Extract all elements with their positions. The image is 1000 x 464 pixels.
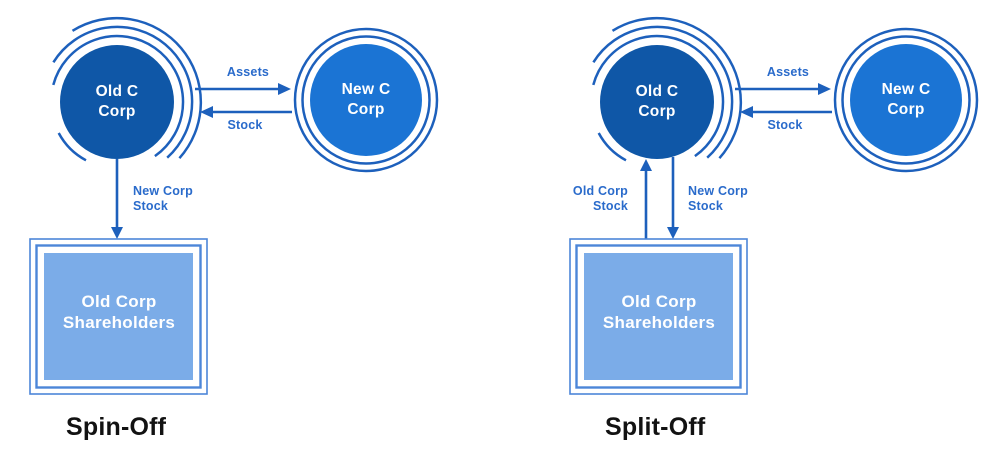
old-corp-label: Old C Corp (95, 83, 139, 121)
split-off-shapes (569, 16, 979, 395)
stock-arrowhead (740, 106, 753, 118)
new-corp-stock-arrow (667, 157, 679, 239)
old-corp-arc-inner (592, 34, 725, 158)
old-corp-stock-arrow (640, 159, 652, 239)
new-corp-node (293, 27, 439, 173)
shareholders-box (569, 238, 748, 395)
new-corp-stock-arrowhead (111, 227, 123, 239)
assets-arrow (195, 83, 291, 95)
spin-off-shapes (29, 16, 439, 395)
new-corp-label: New C Corp (881, 81, 931, 119)
new-corp-stock-arrow (111, 159, 123, 239)
split-off-title: Split-Off (605, 413, 706, 441)
shareholders-fill (584, 253, 733, 380)
new-corp-stock-label: New Corp Stock (688, 184, 748, 213)
stock-label: Stock (767, 118, 803, 132)
assets-label: Assets (766, 65, 810, 79)
old-corp-node (592, 16, 743, 162)
shareholders-frame-inner (35, 244, 202, 389)
spin-off-panel: Old C Corp New C Corp Assets Stock New C… (29, 16, 439, 441)
old-corp-arc-inner (52, 34, 185, 158)
stock-label: Stock (227, 118, 263, 132)
new-corp-node (833, 27, 979, 173)
stock-arrow (200, 106, 292, 118)
new-corp-ring-inner (301, 35, 431, 165)
new-corp-circle (310, 44, 422, 156)
stock-arrowhead (200, 106, 213, 118)
shareholders-box (29, 238, 208, 395)
new-corp-circle (850, 44, 962, 156)
assets-arrow (735, 83, 831, 95)
stock-arrow (740, 106, 832, 118)
old-corp-circle (600, 45, 714, 159)
new-corp-label: New C Corp (341, 81, 391, 119)
old-corp-arc-lowerleft (57, 132, 87, 162)
new-corp-ring-outer (293, 27, 439, 173)
shareholders-frame-outer (29, 238, 208, 395)
old-corp-label: Old C Corp (635, 83, 679, 121)
old-corp-arc-outer (611, 16, 743, 160)
assets-arrowhead (818, 83, 831, 95)
old-corp-arc-middle (52, 25, 194, 159)
shareholders-fill (44, 253, 193, 380)
shareholders-label: Old Corp Shareholders (602, 292, 716, 333)
new-corp-ring-outer (833, 27, 979, 173)
old-corp-stock-label: Old Corp Stock (572, 184, 628, 213)
spin-off-title: Spin-Off (66, 413, 167, 441)
new-corp-ring-inner (841, 35, 971, 165)
old-corp-circle (60, 45, 174, 159)
assets-arrowhead (278, 83, 291, 95)
old-corp-stock-arrowhead (640, 159, 652, 171)
shareholders-label: Old Corp Shareholders (62, 292, 176, 333)
old-corp-arc-lowerleft (597, 132, 627, 162)
split-off-panel: Old C Corp New C Corp Assets Stock Old C… (540, 0, 1000, 464)
assets-label: Assets (226, 65, 270, 79)
shareholders-frame-inner (575, 244, 742, 389)
old-corp-arc-outer (71, 16, 203, 160)
new-corp-stock-arrowhead (667, 227, 679, 239)
new-corp-stock-label: New Corp Stock (133, 184, 193, 213)
shareholders-frame-outer (569, 238, 748, 395)
old-corp-arc-middle (592, 25, 734, 159)
old-corp-node (52, 16, 203, 162)
